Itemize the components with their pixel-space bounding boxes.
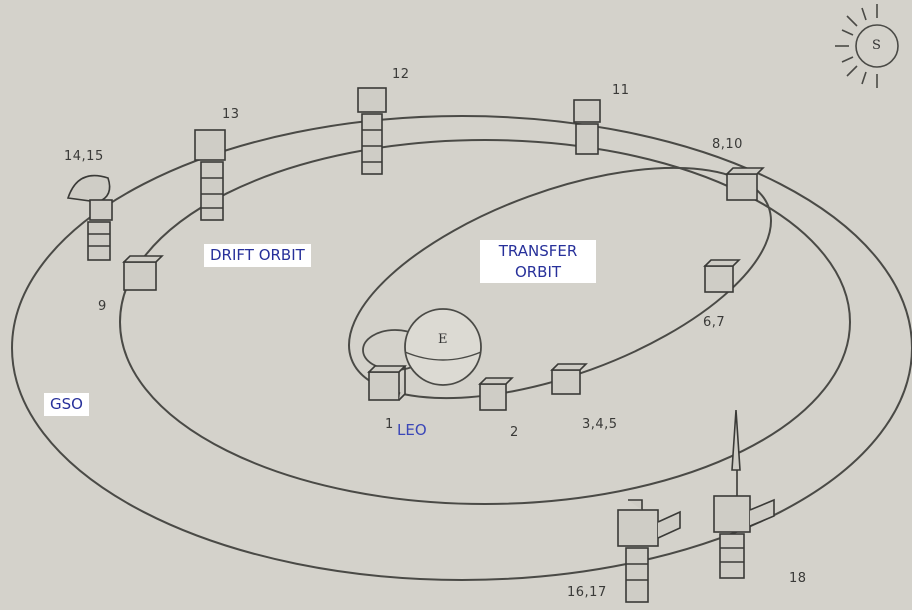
satellite-11-icon — [573, 99, 601, 155]
satellite-1-icon — [367, 365, 407, 401]
gso-label: GSO — [44, 393, 89, 416]
position-16-17: 16,17 — [567, 585, 607, 600]
satellite-14-icon — [66, 174, 113, 261]
satellite-9-icon — [122, 255, 164, 291]
drift-orbit — [119, 139, 851, 505]
satellite-6-icon — [703, 259, 741, 293]
earth-label: E — [438, 332, 448, 347]
sun-label: S — [872, 38, 881, 53]
transfer-orbit-label: TRANSFER ORBIT — [480, 240, 596, 283]
position-18: 18 — [789, 571, 807, 586]
earth-icon — [404, 308, 482, 386]
satellite-12-icon — [357, 87, 387, 175]
position-12: 12 — [392, 67, 410, 82]
position-2: 2 — [510, 425, 519, 440]
leo-label: LEO — [397, 421, 427, 439]
satellite-2-icon — [478, 377, 514, 411]
gso-orbit — [11, 115, 912, 581]
position-11: 11 — [612, 83, 630, 98]
sun-icon — [835, 4, 899, 88]
position-8-10: 8,10 — [712, 137, 743, 152]
transfer-orbit-label-line1: TRANSFER — [498, 242, 578, 260]
satellite-3-icon — [550, 363, 588, 395]
satellite-8-icon — [725, 167, 765, 201]
position-13: 13 — [222, 107, 240, 122]
satellite-16-icon — [617, 499, 681, 603]
position-14-15: 14,15 — [64, 149, 104, 164]
position-6-7: 6,7 — [703, 315, 726, 330]
position-9: 9 — [98, 299, 107, 314]
satellite-13-icon — [194, 129, 226, 221]
position-1: 1 — [385, 417, 394, 432]
transfer-orbit — [348, 166, 772, 400]
transfer-orbit-label-line2: ORBIT — [514, 262, 562, 281]
drift-orbit-label: DRIFT ORBIT — [204, 244, 311, 267]
satellite-18-icon — [713, 409, 775, 579]
position-3-5: 3,4,5 — [582, 417, 618, 432]
